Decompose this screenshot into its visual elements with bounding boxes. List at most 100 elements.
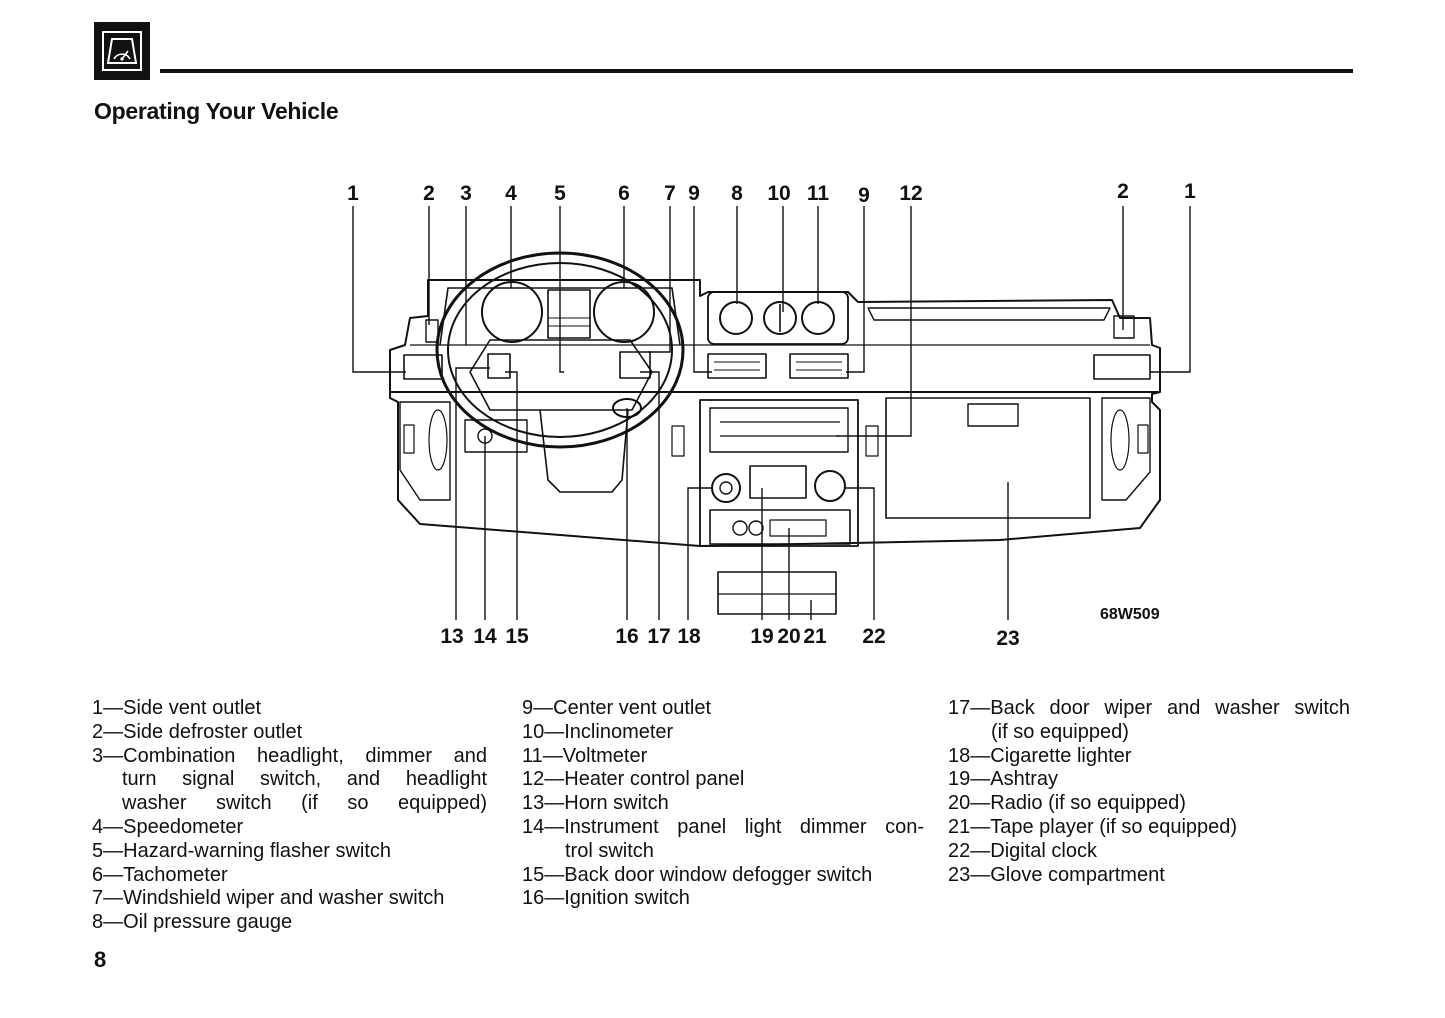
callout-3: 3 — [460, 182, 472, 205]
legend-item-text: Side vent outlet — [123, 697, 261, 719]
callout-17: 17 — [647, 625, 670, 648]
legend-item-text: Tachometer — [123, 863, 228, 886]
legend-item-number: 2— — [92, 720, 124, 743]
ashtray — [749, 465, 807, 499]
legend-item: 8—Oil pressure gauge — [92, 911, 487, 935]
legend-item: 17—Back door wiper and washer switch — [948, 697, 1350, 721]
legend-item-text: Windshield wiper and washer switch — [123, 887, 445, 910]
gauge-pod — [707, 291, 849, 345]
legend-item-number: 6— — [92, 863, 124, 886]
callout-1-right: 1 — [1184, 180, 1196, 203]
callout-22: 22 — [862, 625, 885, 648]
legend-item-number: 12— — [522, 768, 565, 791]
center-vent-left — [707, 353, 767, 379]
legend-item: 6—Tachometer — [92, 864, 487, 888]
legend-item-number: 7— — [92, 887, 124, 910]
legend-item: 9—Center vent outlet — [522, 697, 924, 721]
legend-item: 21—Tape player (if so equipped) — [948, 816, 1350, 840]
legend-item: 7—Windshield wiper and washer switch — [92, 887, 487, 911]
callout-5: 5 — [554, 182, 566, 205]
center-vent-right — [789, 353, 849, 379]
legend-item: 11—Voltmeter — [522, 745, 924, 769]
legend-item-text: Horn switch — [564, 792, 669, 815]
oil-pressure-gauge — [719, 301, 753, 335]
glove-compartment — [885, 397, 1091, 519]
top-callouts: 1 2 3 4 5 6 7 9 8 10 11 9 12 2 1 — [347, 180, 1196, 207]
right-vent — [1093, 354, 1151, 380]
legend-item: 2—Side defroster outlet — [92, 721, 487, 745]
section-title: Operating Your Vehicle — [94, 98, 339, 124]
legend-item-text: Hazard-warning flasher switch — [123, 839, 392, 862]
callout-13: 13 — [440, 625, 463, 648]
voltmeter — [801, 301, 835, 335]
legend-item-text: Glove compartment — [990, 863, 1165, 886]
steering-column — [539, 409, 629, 493]
legend-item: 13—Horn switch — [522, 792, 924, 816]
legend-item-text: Ashtray — [990, 768, 1059, 791]
legend-item-number: 13— — [522, 792, 565, 815]
callout-9-right: 9 — [858, 184, 870, 207]
callout-14: 14 — [473, 625, 497, 648]
legend-column-3: 17—Back door wiper and washer switch(if … — [948, 697, 1350, 887]
callout-9-left: 9 — [688, 182, 700, 205]
leader-lines — [352, 206, 1191, 620]
legend-item-number: 23— — [948, 863, 991, 886]
legend-item-number: 15— — [522, 863, 565, 886]
legend-item-number: 10— — [522, 720, 565, 743]
legend-item-text: Side defroster outlet — [123, 720, 303, 743]
callout-23: 23 — [996, 627, 1019, 650]
legend-item-number: 14— — [522, 815, 565, 838]
digital-clock — [814, 470, 846, 502]
legend-item-number: 19— — [948, 768, 991, 791]
legend-item-text: Inclinometer — [564, 720, 674, 743]
legend-item: 20—Radio (if so equipped) — [948, 792, 1350, 816]
callout-6: 6 — [618, 182, 630, 205]
right-defroster — [1113, 315, 1135, 339]
legend-item-text: Speedometer — [123, 815, 244, 838]
callout-21: 21 — [803, 625, 827, 648]
inclinometer — [763, 301, 797, 335]
right-speaker — [1101, 397, 1151, 501]
legend-item: 16—Ignition switch — [522, 887, 924, 911]
callout-11: 11 — [807, 182, 830, 205]
bottom-callouts: 13 14 15 16 17 18 19 20 21 22 23 — [440, 625, 1019, 650]
callout-12: 12 — [899, 182, 922, 205]
callout-4: 4 — [505, 182, 517, 205]
legend-item-number: 9— — [522, 697, 554, 719]
legend-item-continuation: (if so equipped) — [991, 720, 1129, 743]
legend-item-number: 18— — [948, 744, 991, 767]
warning-lights-panel — [547, 289, 591, 339]
legend-item: 14—Instrument panel light dimmer con- — [522, 816, 924, 840]
legend-item-text: Instrument panel light dimmer con- — [564, 815, 924, 838]
center-console — [699, 399, 859, 547]
legend-item-number: 11— — [522, 744, 563, 767]
legend-item: 1—Side vent outlet — [92, 697, 487, 721]
legend-item: 19—Ashtray — [948, 768, 1350, 792]
legend-item-text: Digital clock — [990, 839, 1097, 862]
callout-15: 15 — [505, 625, 529, 648]
page-number: 8 — [94, 947, 107, 972]
left-speaker — [399, 401, 451, 501]
speedometer-gauge-icon — [94, 22, 150, 80]
legend-item-continuation: trol switch — [565, 839, 654, 862]
speedometer-dial — [481, 281, 543, 343]
legend-item-number: 17— — [948, 697, 991, 719]
lower-switch-panel — [464, 419, 528, 453]
legend-item-text: Voltmeter — [562, 744, 648, 767]
legend-item-number: 20— — [948, 792, 991, 815]
legend-item-text: Heater control panel — [564, 768, 745, 791]
legend-item-text: Back door window defogger switch — [564, 863, 873, 886]
legend-item-text: Radio (if so equipped) — [990, 792, 1186, 815]
legend-item: 5—Hazard-warning flasher switch — [92, 840, 487, 864]
radio-unit — [709, 509, 851, 545]
heater-control-panel — [709, 407, 849, 453]
legend-item: 4—Speedometer — [92, 816, 487, 840]
legend-item-number: 3— — [92, 744, 124, 767]
callout-7: 7 — [664, 182, 676, 205]
legend-item-number: 8— — [92, 911, 124, 934]
legend-item-text: Cigarette lighter — [990, 744, 1132, 767]
legend-item-text: Tape player (if so equipped) — [990, 815, 1238, 838]
